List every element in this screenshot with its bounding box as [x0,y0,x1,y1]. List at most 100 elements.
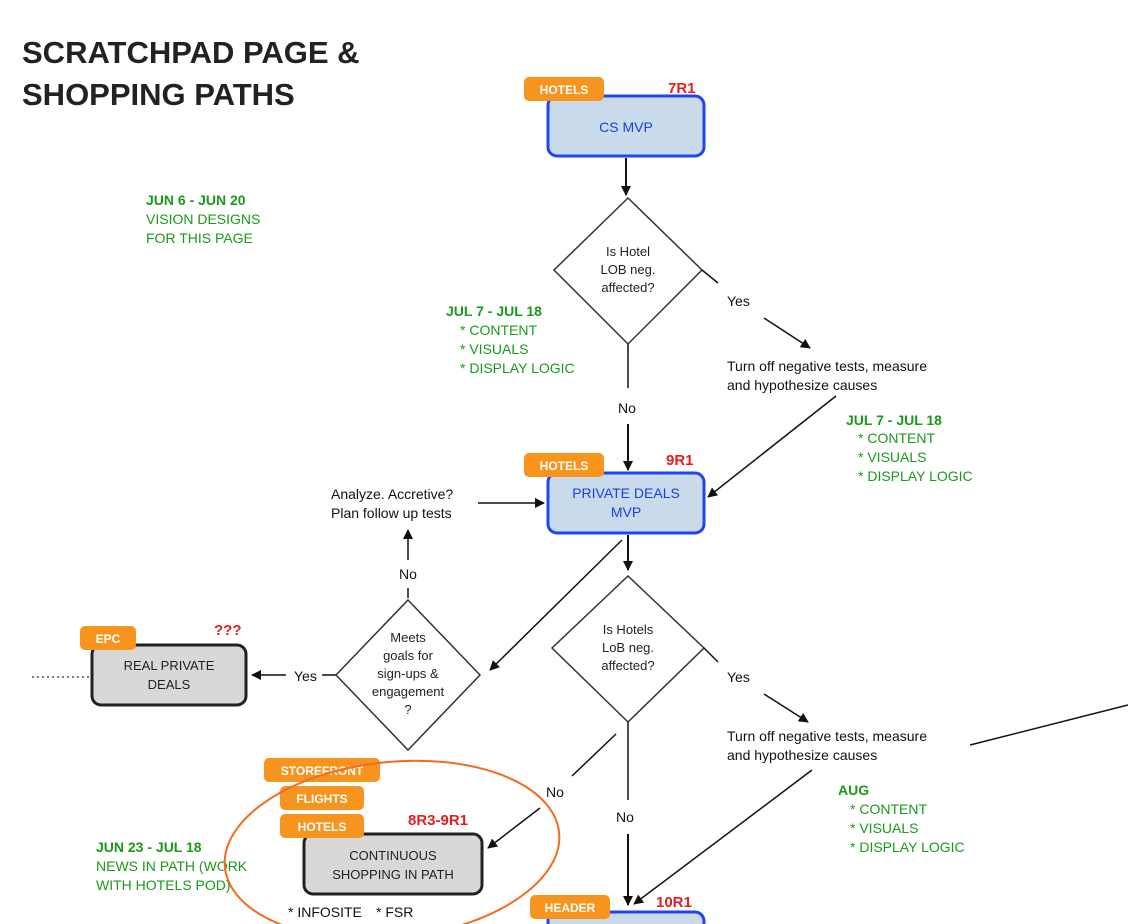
edge-arrow [489,539,623,671]
note-infosite: * INFOSITE [288,904,362,920]
decision-text: sign-ups & [377,666,439,681]
decision-text: LoB neg. [602,640,654,655]
tag-label: STOREFRONT [281,764,364,778]
schedule-line: * CONTENT [858,430,935,446]
release-label: ??? [214,622,242,639]
note-fsr: * FSR [376,904,413,920]
schedule-line: VISION DESIGNS [146,211,260,227]
release-label: 8R3-9R1 [408,812,468,829]
edge-arrow [487,807,541,849]
decision-text: Is Hotels [603,622,654,637]
action-analyze: Analyze. Accretive? Plan follow up tests [331,486,453,521]
edge-line [703,647,719,663]
page-title-line-1: SCRATCHPAD PAGE & [22,35,360,70]
node-box [546,94,706,158]
node-label: CS MVP [599,119,653,135]
edge-label-no: No [616,809,634,825]
schedule-dates: JUN 23 - JUL 18 [96,839,202,855]
action-text: and hypothesize causes [727,377,877,393]
decision-text: Meets [390,630,426,645]
edge-label-yes: Yes [727,669,750,685]
action-turn-off-tests-1: Turn off negative tests, measure and hyp… [727,358,927,393]
tag-badge [280,814,364,838]
decision-text: engagement [372,684,445,699]
schedule-dates: JUL 7 - JUL 18 [446,303,542,319]
node-label: DEALS [148,677,191,692]
schedule-news-in-path: JUN 23 - JUL 18 NEWS IN PATH (WORK WITH … [96,839,248,893]
edge-label-no: No [399,566,417,582]
node-label: REAL PRIVATE [124,658,215,673]
release-label: 7R1 [668,80,696,97]
schedule-line: * CONTENT [850,801,927,817]
tag-badge [280,786,364,810]
decision-text: affected? [601,658,654,673]
tag-label: EPC [96,632,121,646]
decision-meets-goals: Meets goals for sign-ups & engagement ? [334,598,482,752]
edge-arrow [763,317,811,349]
edge-arrow [707,395,837,498]
highlight-ellipse [223,759,561,924]
node-cs-mvp[interactable]: CS MVP HOTELS 7R1 [524,77,706,158]
decision-hotel-lob: Is Hotel LOB neg. affected? [552,196,704,346]
edge-label-yes: Yes [294,668,317,684]
schedule-line: * DISPLAY LOGIC [850,839,965,855]
page-title-line-2: SHOPPING PATHS [22,77,295,112]
decision-text: affected? [601,280,654,295]
action-turn-off-tests-2: Turn off negative tests, measure and hyp… [727,728,927,763]
node-label: CONTINUOUS [349,848,437,863]
tag-badge [264,758,380,782]
schedule-line: WITH HOTELS POD) [96,877,231,893]
edge-arrow [763,693,809,723]
tag-label: HOTELS [540,83,589,97]
tag-badge [524,453,604,477]
tag-label: FLIGHTS [296,792,347,806]
node-box [302,832,484,896]
schedule-dates: JUN 6 - JUN 20 [146,192,246,208]
tag-label: HEADER [545,901,596,915]
action-text: Plan follow up tests [331,505,452,521]
schedule-dates: AUG [838,782,869,798]
node-header[interactable]: HEADER 10R1 [530,894,706,924]
schedule-jul-content-1: JUL 7 - JUL 18 * CONTENT * VISUALS * DIS… [446,303,575,376]
tag-label: HOTELS [540,459,589,473]
schedule-line: NEWS IN PATH (WORK [96,858,248,874]
decision-diamond [334,598,482,752]
edge-line [571,733,617,777]
tag-badge [530,895,610,919]
edge-line [701,269,719,284]
schedule-line: * CONTENT [460,322,537,338]
action-text: Analyze. Accretive? [331,486,453,502]
schedule-line: FOR THIS PAGE [146,230,253,246]
schedule-line: * DISPLAY LOGIC [460,360,575,376]
edge-label-no: No [618,400,636,416]
node-continuous-shopping[interactable]: CONTINUOUS SHOPPING IN PATH STOREFRONT F… [264,758,484,896]
decision-text: ? [404,702,411,717]
schedule-jul-content-2: JUL 7 - JUL 18 * CONTENT * VISUALS * DIS… [846,412,973,484]
action-text: Turn off negative tests, measure [727,358,927,374]
edge-arrow [633,769,813,905]
edge-label-no: No [546,784,564,800]
schedule-line: * VISUALS [858,449,926,465]
node-real-private-deals[interactable]: REAL PRIVATE DEALS EPC ??? [80,622,248,707]
schedule-aug: AUG * CONTENT * VISUALS * DISPLAY LOGIC [838,782,965,855]
node-label: SHOPPING IN PATH [332,867,454,882]
node-box [546,471,706,535]
release-label: 9R1 [666,452,694,469]
node-box [90,643,248,707]
schedule-dates: JUL 7 - JUL 18 [846,412,942,428]
schedule-line: * VISUALS [850,820,918,836]
tag-badge [524,77,604,101]
action-text: Turn off negative tests, measure [727,728,927,744]
edge-label-yes: Yes [727,293,750,309]
decision-text: goals for [383,648,434,663]
node-private-deals-mvp[interactable]: PRIVATE DEALS MVP HOTELS 9R1 [524,452,706,535]
decision-text: LOB neg. [601,262,656,277]
tag-label: HOTELS [298,820,347,834]
release-label: 10R1 [656,894,692,911]
action-text: and hypothesize causes [727,747,877,763]
node-label: PRIVATE DEALS [572,485,680,501]
schedule-line: * DISPLAY LOGIC [858,468,973,484]
schedule-vision: JUN 6 - JUN 20 VISION DESIGNS FOR THIS P… [146,192,260,246]
node-label: MVP [611,504,641,520]
